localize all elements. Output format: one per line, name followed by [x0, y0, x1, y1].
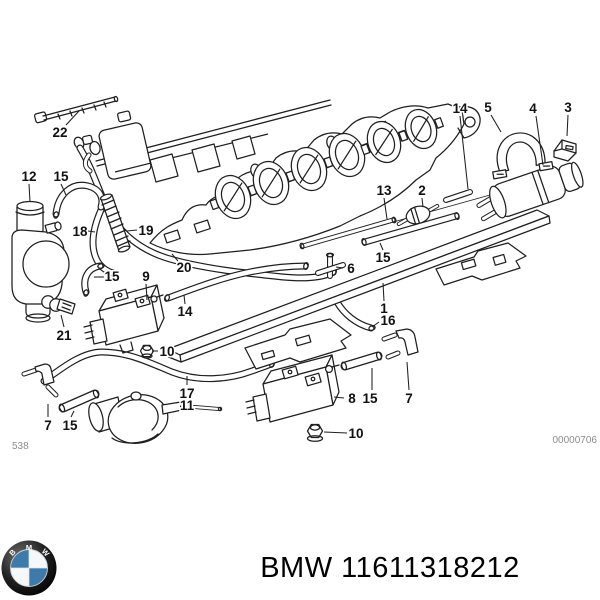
- roundel-letter-B: B: [7, 547, 18, 558]
- mounting-plate-right: [435, 242, 527, 286]
- callout-21: 21: [56, 328, 72, 343]
- retaining-clip-3: [553, 139, 577, 162]
- callout-11: 11: [180, 398, 195, 413]
- solenoid-valve-8: [245, 354, 340, 423]
- vacuum-unit-11: [88, 391, 223, 444]
- callout-leader-12: [28, 183, 31, 203]
- mounting-plate-left: [244, 318, 352, 370]
- vacuum-hose-16: [333, 298, 376, 332]
- callout-15: 15: [53, 169, 69, 184]
- vacuum-hose-15-mid: [81, 262, 105, 297]
- vacuum-reservoir-12: [11, 200, 70, 323]
- vacuum-hose-15-top: [52, 181, 106, 219]
- manifold-ports: [209, 108, 445, 220]
- hex-nut-10-bottom: [306, 423, 324, 442]
- callout-leader-4: [535, 115, 544, 166]
- tee-fitting-6: [315, 252, 346, 279]
- tube-15-bottom-left: [58, 389, 100, 413]
- callout-leader-14: [183, 294, 186, 305]
- elbow-fitting-7-right: [381, 328, 419, 360]
- callout-17: 17: [179, 386, 194, 401]
- sheet-code: 538: [12, 441, 29, 452]
- callout-9: 9: [142, 269, 150, 284]
- rod-22: [33, 95, 119, 124]
- tube-15-bottom-center: [340, 351, 383, 371]
- callout-leader-18: [87, 230, 96, 233]
- callout-leader-1: [382, 282, 385, 302]
- callout-10: 10: [159, 344, 174, 359]
- callout-leader-10: [323, 431, 348, 434]
- callout-22: 22: [52, 125, 67, 140]
- callout-16: 16: [380, 313, 396, 328]
- callout-15: 15: [362, 391, 378, 406]
- callout-19: 19: [138, 223, 153, 238]
- callout-2: 2: [418, 183, 426, 198]
- roundel-letter-M: M: [26, 543, 32, 552]
- callout-20: 20: [176, 260, 191, 275]
- callout-leader-3: [566, 114, 569, 137]
- callout-leader-19: [126, 229, 138, 232]
- callout-leader-22: [65, 110, 80, 126]
- corrugated-hose-19: [99, 193, 131, 253]
- callout-1: 1: [380, 301, 388, 316]
- elbow-fitting-7-left: [21, 363, 59, 398]
- callout-14: 14: [177, 304, 193, 319]
- callout-leader-16: [371, 321, 380, 328]
- callout-leader-20: [171, 253, 179, 262]
- callout-6: 6: [347, 261, 355, 276]
- callout-leader-15: [60, 183, 67, 196]
- callout-leader-7: [406, 361, 410, 391]
- callout-leader-13: [383, 197, 388, 220]
- callout-leader-15: [70, 410, 75, 418]
- pipe-14-top: [443, 189, 473, 203]
- filter-cylinder-4: [476, 161, 584, 222]
- doc-code: 00000706: [553, 435, 598, 446]
- vacuum-hose-14: [164, 262, 309, 302]
- callout-4: 4: [529, 101, 537, 116]
- hex-nut-10-left: [139, 344, 155, 359]
- callout-13: 13: [376, 183, 392, 198]
- rail-profile-1: [165, 209, 551, 363]
- intake-manifold-drawing: [149, 103, 481, 256]
- callout-12: 12: [21, 169, 36, 184]
- callout-18: 18: [72, 224, 88, 239]
- callout-leader-8: [333, 396, 345, 399]
- callout-leader-14: [459, 115, 469, 190]
- callout-leader-21: [60, 314, 65, 328]
- callout-7: 7: [405, 391, 413, 406]
- vacuum-hose-18: [89, 206, 120, 278]
- callout-leader-2: [421, 197, 424, 208]
- callout-15: 15: [375, 250, 391, 265]
- callout-15: 15: [62, 418, 78, 433]
- tube-15-center: [361, 212, 460, 246]
- part-number-title: BMW 11611318212: [180, 552, 600, 585]
- callout-7: 7: [44, 418, 52, 433]
- callout-leader-9: [145, 283, 148, 301]
- callout-3: 3: [564, 100, 572, 115]
- solenoid-valve-9: [83, 284, 165, 354]
- hose-clamp-21: [41, 295, 76, 315]
- callout-14: 14: [452, 101, 468, 116]
- callout-5: 5: [484, 100, 492, 115]
- callout-10: 10: [348, 426, 363, 441]
- pipe-13: [299, 216, 397, 250]
- clamp-bracket-5: [492, 132, 554, 180]
- callout-leader-5: [490, 114, 502, 133]
- brand-text: BMW: [260, 552, 333, 584]
- roundel-quadrants: [10, 549, 48, 587]
- callout-leader-6: [335, 266, 344, 269]
- callout-15: 15: [104, 269, 120, 284]
- inline-valve-2: [396, 203, 440, 227]
- exploded-parts-drawing: 538 00000706 221215181920159142110171171…: [11, 95, 598, 452]
- callout-8: 8: [348, 391, 356, 406]
- part-number: 11611318212: [341, 552, 520, 584]
- callout-leader-15: [379, 242, 384, 251]
- fuel-rail-drawing: [81, 99, 332, 183]
